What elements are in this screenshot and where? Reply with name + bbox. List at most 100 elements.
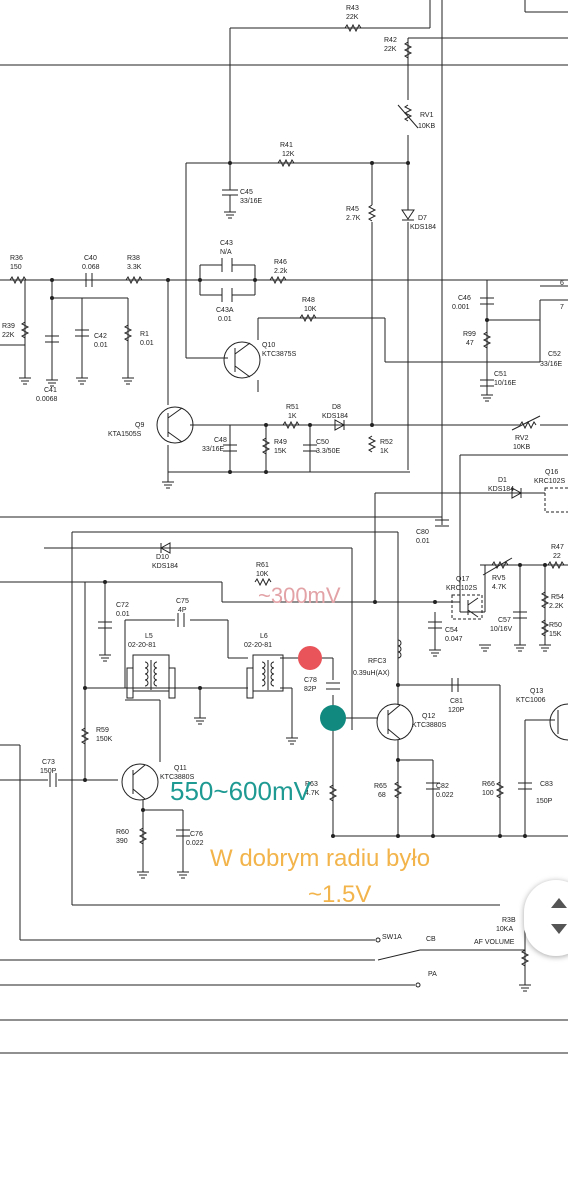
red-marker-dot [298, 646, 322, 670]
resistor-r63 [328, 784, 338, 802]
label-c52: C52 [548, 351, 561, 358]
capacitor-c72 [98, 621, 112, 629]
label-r61: R61 [256, 562, 269, 569]
label-q13-value: KTC1006 [516, 697, 546, 704]
annotation-300mv: ~300mV [258, 583, 341, 608]
annotation-550-600mv: 550~600mV [170, 776, 312, 806]
label-rv1: RV1 [420, 112, 434, 119]
label-c42: C42 [94, 333, 107, 340]
label-c81-value: 120P [448, 707, 465, 714]
label-r50-value: 15K [549, 631, 562, 638]
label-c54: C54 [445, 627, 458, 634]
label-l5: L5 [145, 633, 153, 640]
label-r60-value: 390 [116, 838, 128, 845]
transistor-q11 [121, 763, 159, 801]
resistor-r49 [261, 437, 271, 455]
label-r3b: R3B [502, 917, 516, 924]
label-d7-value: KDS184 [410, 224, 436, 231]
diode-d10 [159, 542, 171, 554]
label-r41: R41 [280, 142, 293, 149]
label-c83-value: 150P [536, 798, 553, 805]
label-c82-value: 0.022 [436, 792, 454, 799]
resistor-r46 [269, 275, 287, 285]
label-r47-value: 22 [553, 553, 561, 560]
resistor-r66 [495, 781, 505, 799]
capacitor-c41 [45, 335, 59, 343]
label-d10-value: KDS184 [152, 563, 178, 570]
resistor-r59 [80, 727, 90, 745]
label-q10-value: KTC3875S [262, 351, 297, 358]
capacitor-c43 [221, 258, 233, 272]
label-r66: R66 [482, 781, 495, 788]
label-r39: R39 [2, 323, 15, 330]
teal-marker-dot [320, 705, 346, 731]
label-r43-value: 22K [346, 14, 359, 21]
label-q11-value: KTC3880S [160, 774, 195, 781]
label-r43: R43 [346, 5, 359, 12]
label-r63-value: 4.7K [305, 790, 320, 797]
label-r42-value: 22K [384, 46, 397, 53]
scroll-control[interactable] [524, 880, 568, 956]
label-af-volume: AF VOLUME [474, 939, 515, 946]
label-q10: Q10 [262, 342, 275, 349]
label-r41-value: 12K [282, 151, 295, 158]
label-rv2-value: 10KB [513, 444, 530, 451]
label-r65-value: 68 [378, 792, 386, 799]
resistor-r52 [367, 435, 377, 453]
label-l5-value: 02-20-81 [128, 642, 156, 649]
label-r36-value: 150 [10, 264, 22, 271]
label-q11: Q11 [174, 765, 187, 772]
capacitor-c81 [451, 678, 459, 692]
transistor-q9 [156, 406, 194, 444]
measurement-annotations: ~300mV 550~600mV W dobrym radiu było ~1.… [170, 583, 430, 908]
label-q12-value: KTC3880S [412, 722, 447, 729]
label-c51-value: 10/16E [494, 380, 517, 387]
label-q17-value: KRC102S [446, 585, 477, 592]
label-r3b-value: 10KA [496, 926, 513, 933]
label-r54-value: 2.2K [549, 603, 564, 610]
label-c51: C51 [494, 371, 507, 378]
components [9, 23, 568, 992]
label-q9: Q9 [135, 422, 144, 429]
label-c80: C80 [416, 529, 429, 536]
label-c46: C46 [458, 295, 471, 302]
label-c45: C45 [240, 189, 253, 196]
label-r45: R45 [346, 206, 359, 213]
transformer-l5 [126, 654, 176, 699]
scroll-up-icon[interactable] [551, 898, 567, 908]
label-c40-value: 0.068 [82, 264, 100, 271]
label-r46-value: 2.2k [274, 268, 288, 275]
label-c81: C81 [450, 698, 463, 705]
label-r51-value: 1K [288, 413, 297, 420]
capacitor-c82 [426, 782, 440, 790]
transistor-q17 [451, 594, 483, 620]
label-d8-value: KDS184 [322, 413, 348, 420]
label-c43a: C43A [216, 307, 234, 314]
label-c75-value: 4P [178, 607, 187, 614]
resistor-r43 [344, 23, 362, 33]
label-c82: C82 [436, 783, 449, 790]
label-q17: Q17 [456, 576, 469, 583]
label-c72: C72 [116, 602, 129, 609]
label-c43-value: N/A [220, 249, 232, 256]
capacitor-c45 [222, 189, 238, 212]
label-c75: C75 [176, 598, 189, 605]
annotation-good-radio-line2: ~1.5V [308, 881, 371, 908]
transistor-q13 [549, 703, 568, 741]
capacitor-c48 [223, 444, 237, 452]
switch-sw1a [375, 937, 421, 988]
scroll-down-icon[interactable] [551, 924, 567, 934]
label-rv1-value: 10KB [418, 123, 435, 130]
label-c57: C57 [498, 617, 511, 624]
resistor-r65 [393, 781, 403, 799]
label-c43a-value: 0.01 [218, 316, 232, 323]
label-pa: PA [428, 971, 437, 978]
label-d10: D10 [156, 554, 169, 561]
capacitor-c73 [49, 773, 57, 787]
capacitor-c57 [513, 611, 527, 619]
capacitor-c76 [176, 829, 190, 837]
transistor-q16 [544, 487, 568, 513]
capacitor-c42 [75, 329, 89, 337]
label-c50: C50 [316, 439, 329, 446]
inductor-rfc3 [397, 639, 402, 659]
